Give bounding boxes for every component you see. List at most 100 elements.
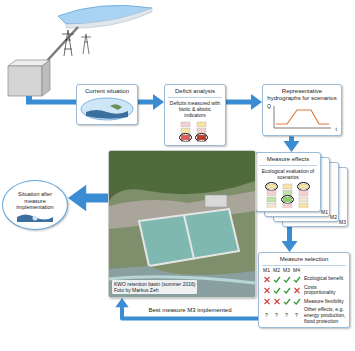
graphic-part xyxy=(266,183,278,191)
graphic-part xyxy=(274,299,279,304)
graphic-part xyxy=(42,60,50,96)
node-title: Representative hydrographs for scenarios xyxy=(266,88,338,102)
criterion-label: Other effects, e.g. energy production, f… xyxy=(302,307,346,324)
cross-mark xyxy=(273,298,281,305)
node-title: Measure selection xyxy=(262,256,346,266)
measure-id: M4 xyxy=(292,268,301,274)
check-mark xyxy=(273,287,281,294)
graphic-part xyxy=(205,195,227,207)
graphic-part xyxy=(66,8,152,28)
graphic-part xyxy=(181,129,190,134)
graphic-part xyxy=(264,288,269,293)
restored-water xyxy=(15,211,55,223)
photo-panel: KWO retention basin (summer 2016)Foto by… xyxy=(108,150,256,298)
node-title: Current situation xyxy=(80,88,134,95)
scenario-id: M1 xyxy=(321,210,328,215)
unknown-mark: ? xyxy=(262,313,271,319)
graphic-part xyxy=(17,214,53,222)
hydrograph-box: Representative hydrographs for scenarios… xyxy=(262,84,342,136)
node-body: Ecological evaluation of scenarios xyxy=(259,168,317,180)
graphic-part xyxy=(294,299,300,304)
graphic-part xyxy=(180,134,192,142)
cross-mark xyxy=(263,287,271,294)
measure-id: M3 xyxy=(282,268,291,274)
graphic-part xyxy=(264,277,269,282)
check-mark xyxy=(293,298,301,305)
arrow-head xyxy=(68,185,86,211)
photo-caption: KWO retention basin (summer 2016)Foto by… xyxy=(112,280,197,294)
graphic-part xyxy=(299,197,308,202)
graphic-part xyxy=(294,277,300,282)
unknown-mark: ? xyxy=(272,313,281,319)
graphic-part xyxy=(33,215,38,220)
arrow-head xyxy=(251,94,262,110)
graphic-part xyxy=(282,196,294,204)
graphic-part xyxy=(274,288,280,293)
graphic-part xyxy=(110,104,122,110)
flow-line xyxy=(138,100,154,105)
axis-label: t xyxy=(336,127,337,132)
graphic-part xyxy=(81,98,133,120)
measure-id: M1 xyxy=(262,268,271,274)
axis-label: Q xyxy=(267,104,271,109)
flow-arrow xyxy=(284,136,300,152)
caption-text: KWO retention basin (summer 2016) xyxy=(114,281,195,287)
aerial-photo xyxy=(109,151,255,297)
analysis-box: Deficit analysisDeficits measured with b… xyxy=(164,84,226,146)
graphic-part xyxy=(181,135,190,140)
hydrograph-chart: Qt xyxy=(267,104,337,132)
graphic-part xyxy=(267,191,276,196)
arrow-head xyxy=(284,141,300,152)
unknown-mark: ? xyxy=(282,313,291,319)
graphic-part xyxy=(62,30,74,56)
graphic-part xyxy=(274,277,280,282)
arrow-head xyxy=(115,298,128,307)
situation-box: Current situation xyxy=(76,84,138,125)
graphic-part xyxy=(284,288,290,293)
graphic-part xyxy=(283,197,292,202)
flow-arrow xyxy=(226,94,262,110)
edge-label: Best measure M3 implemented xyxy=(147,307,232,314)
graphic-part xyxy=(184,215,194,259)
graphic-part xyxy=(299,191,308,196)
flow-arrow xyxy=(115,298,258,318)
node-title: Deficit analysis xyxy=(168,88,222,98)
graphic-part xyxy=(298,183,310,191)
graphic-part xyxy=(267,204,276,209)
cross-mark xyxy=(263,298,271,305)
graphic-part xyxy=(284,299,290,304)
check-mark xyxy=(283,276,291,283)
graphic-part xyxy=(109,266,255,297)
graphic-part xyxy=(283,191,292,196)
check-mark xyxy=(293,276,301,283)
node-title: Measure effects xyxy=(259,156,317,166)
measure-id: M2 xyxy=(272,268,281,274)
cross-mark xyxy=(263,276,271,283)
graphic-part xyxy=(284,277,290,282)
graphic-part xyxy=(181,142,190,143)
flow-arrow xyxy=(138,94,164,110)
water-view xyxy=(80,97,134,121)
graphic-part xyxy=(109,151,255,201)
arrow-head xyxy=(282,241,298,252)
criteria-table: M1M2M3M4Ecological benefitCosts proporti… xyxy=(262,268,346,324)
unknown-mark: ? xyxy=(292,313,301,319)
indicator-bars xyxy=(175,120,215,142)
credit-text: Foto by Markus Zeh xyxy=(114,287,195,293)
evaluation-grid xyxy=(261,182,315,208)
graphic-part xyxy=(181,122,190,127)
scenario-id: M3 xyxy=(339,220,346,225)
node-body: Deficits measured with biotic & abiotic … xyxy=(168,100,222,118)
arrow-head xyxy=(153,94,164,110)
flow-line xyxy=(85,194,108,203)
check-mark xyxy=(273,276,281,283)
graphic-part xyxy=(109,151,255,297)
check-mark xyxy=(283,287,291,294)
graphic-part xyxy=(283,184,292,189)
graphic-part xyxy=(276,110,329,124)
criterion-label: Ecological benefit xyxy=(302,276,346,282)
cross-mark xyxy=(293,287,301,294)
graphic-part xyxy=(196,134,208,142)
flow-arrow xyxy=(68,185,108,211)
